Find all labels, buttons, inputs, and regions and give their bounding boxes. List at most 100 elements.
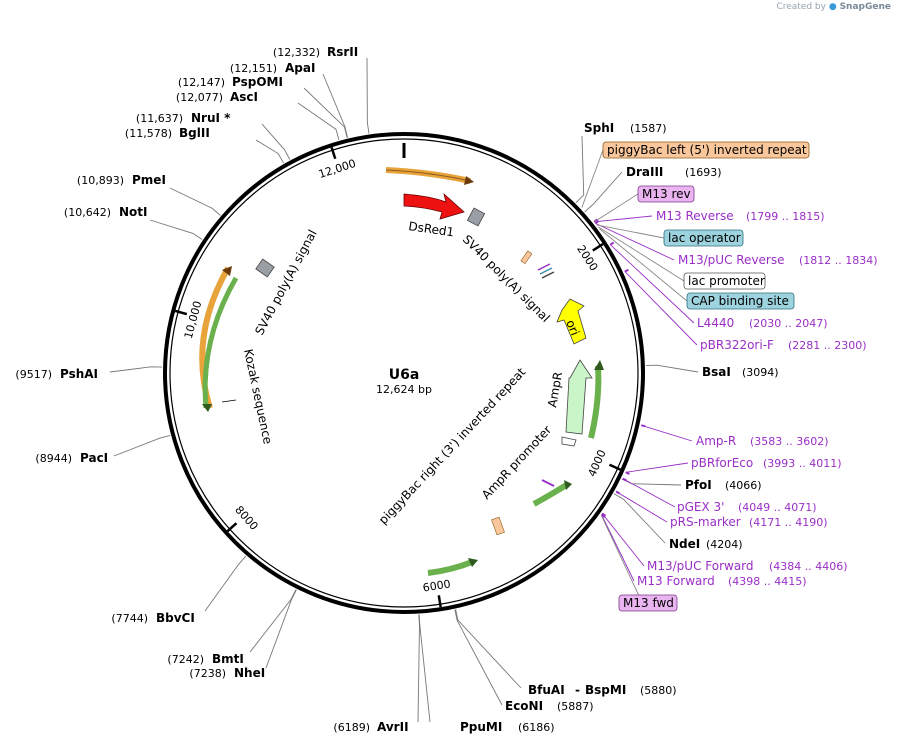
enzyme-draiii[interactable]: DraIII(1693) <box>626 165 722 179</box>
plasmid-name: U6a <box>389 367 420 383</box>
enzyme-bmti[interactable]: (7242)BmtI <box>167 652 243 666</box>
enzyme-name: AvrII <box>377 720 409 734</box>
enzyme-name: BglII <box>179 126 210 140</box>
enzyme-name: NheI <box>234 666 265 680</box>
primer-range: (4049 .. 4071) <box>738 501 817 514</box>
enzyme-bfuai-bspmi[interactable]: BfuAI - BspMI (5880) <box>528 683 677 697</box>
boxed-label-m13-fwd[interactable]: M13 fwd <box>618 594 678 612</box>
enzyme-pos: (12,147) <box>178 76 225 89</box>
boxed-label-lac-operator[interactable]: lac operator <box>663 229 744 247</box>
enzyme-name: PspOMI <box>232 75 283 89</box>
enzyme-name: SphI <box>584 121 614 135</box>
primer-name: pGEX 3' <box>677 500 724 514</box>
primer-range: (1812 .. 1834) <box>799 254 878 267</box>
position-tick <box>174 309 188 316</box>
enzyme-name: BbvCI <box>156 611 195 625</box>
boxed-label-leader <box>599 228 688 302</box>
enzyme-cut-line <box>303 87 348 138</box>
orf-arc-bottom <box>427 559 474 576</box>
primer-site-mark <box>625 471 630 475</box>
boxed-label-piggybac-left[interactable]: piggyBac left (5') inverted repeat <box>602 141 810 159</box>
primer-prs-marker[interactable]: pRS-marker(4171 .. 4190) <box>670 515 828 529</box>
boxed-label-leader <box>594 193 639 223</box>
enzyme-noti[interactable]: (10,642)NotI <box>64 205 148 219</box>
boxed-label-cap-binding-site[interactable]: CAP binding site <box>686 292 795 310</box>
enzyme-econi[interactable]: EcoNI(5887) <box>505 699 594 713</box>
enzyme-rsrii[interactable]: (12,332)RsrII <box>273 45 358 59</box>
enzyme-name: ApaI <box>285 61 315 75</box>
enzyme-name: PshAI <box>60 367 98 381</box>
primer-leader-line <box>594 215 653 223</box>
enzyme-pos: (4066) <box>725 479 762 492</box>
backbone-inner-ring <box>169 138 639 608</box>
boxed-label-m13-rev[interactable]: M13 rev <box>637 185 695 203</box>
enzyme-name: BsaI <box>702 365 731 379</box>
primer-site-mark <box>624 268 629 273</box>
enzyme-sep: - <box>575 683 580 697</box>
enzyme-bsai[interactable]: BsaI(3094) <box>702 365 779 379</box>
position-tick-label: 4000 <box>585 448 608 479</box>
feature-label-ampr-promoter: AmpR promoter <box>479 423 554 502</box>
enzyme-pfoi[interactable]: PfoI(4066) <box>685 478 762 492</box>
enzyme-name: NruI * <box>191 111 231 125</box>
enzyme-avrii[interactable]: (6189)AvrII <box>333 720 408 734</box>
enzyme-bbvci[interactable]: (7744)BbvCI <box>111 611 194 625</box>
primer-leader-line <box>615 491 668 523</box>
enzyme-pspomi[interactable]: (12,147) PspOMI <box>178 75 283 89</box>
feature-label-ampr: AmpR <box>545 371 565 409</box>
primer-name: Amp-R <box>696 434 736 448</box>
orf-arc-bottom-head <box>468 558 478 567</box>
enzyme-pos: (6186) <box>518 721 555 734</box>
position-tick <box>592 242 604 252</box>
enzyme-cut-line <box>265 589 297 669</box>
primer-site-mark <box>601 512 607 517</box>
enzyme-pos: (10,893) <box>77 174 124 187</box>
primer-range: (2281 .. 2300) <box>788 339 867 352</box>
enzyme-ndei[interactable]: NdeI(4204) <box>669 537 743 551</box>
primer-pbrforeco[interactable]: pBRforEco(3993 .. 4011) <box>691 456 842 470</box>
primer-m13-reverse[interactable]: M13 Reverse(1799 .. 1815) <box>656 209 825 223</box>
boxed-label-text: piggyBac left (5') inverted repeat <box>607 143 807 157</box>
orf-arc-left-green <box>202 276 239 409</box>
enzyme-pos: (5880) <box>640 684 677 697</box>
primer-pgex3[interactable]: pGEX 3' (4049 .. 4071) <box>677 500 817 514</box>
enzyme-name-2: BspMI <box>585 683 626 697</box>
primer-l4440[interactable]: L4440(2030 .. 2047) <box>697 316 828 330</box>
primer-leader-line <box>641 424 693 442</box>
primer-range: (2030 .. 2047) <box>749 317 828 330</box>
kozak-leader <box>221 399 237 403</box>
primer-m13-puc-reverse[interactable]: M13/pUC Reverse (1812 .. 1834) <box>678 253 878 267</box>
primer-amp-r[interactable]: Amp-R(3583 .. 3602) <box>696 434 829 448</box>
boxed-label-text: lac operator <box>668 231 741 245</box>
primer-name: M13/pUC Reverse <box>678 253 785 267</box>
enzyme-pos: (8944) <box>35 452 72 465</box>
orf-arc-left-green-head <box>202 404 212 412</box>
enzyme-ppumi[interactable]: PpuMI(6186) <box>460 720 555 734</box>
enzyme-asci[interactable]: (12,077) AscI <box>176 90 258 104</box>
enzyme-nhei[interactable]: (7238)NheI <box>189 666 265 680</box>
enzyme-name: BmtI <box>212 652 244 666</box>
boxed-label-lac-promoter[interactable]: lac promoter <box>683 272 766 290</box>
position-tick-label: 12,000 <box>317 157 358 181</box>
primer-pbr322ori-f[interactable]: pBR322ori-F(2281 .. 2300) <box>700 338 867 352</box>
dsred1-arrow <box>403 192 465 220</box>
enzyme-sphi[interactable]: SphI(1587) <box>584 121 667 135</box>
enzyme-paci[interactable]: (8944)PacI <box>35 451 108 465</box>
enzyme-pshai[interactable]: (9517)PshAI <box>15 367 98 381</box>
primer-leader-line <box>595 222 675 261</box>
primer-m13-forward[interactable]: M13 Forward(4398 .. 4415) <box>637 574 807 588</box>
enzyme-cut-line <box>149 219 203 240</box>
enzyme-pos: (12,077) <box>176 91 223 104</box>
enzyme-pmei[interactable]: (10,893)PmeI <box>77 173 166 187</box>
primer-site-mark <box>609 241 615 246</box>
enzyme-pos: (12,332) <box>273 46 320 59</box>
boxed-label-leader <box>597 226 685 282</box>
piggybac-left-box <box>520 250 533 265</box>
enzyme-bglii[interactable]: (11,578)BglII <box>125 126 210 140</box>
enzyme-apai[interactable]: (12,151)ApaI <box>230 61 316 75</box>
backbone-outer-ring <box>163 132 645 614</box>
primer-m13-puc-forward[interactable]: M13/pUC Forward(4384 .. 4406) <box>647 559 848 573</box>
enzyme-nrui[interactable]: (11,637)NruI * <box>136 111 231 125</box>
enzyme-name: AscI <box>230 90 258 104</box>
piggybac-right-box <box>491 516 505 536</box>
